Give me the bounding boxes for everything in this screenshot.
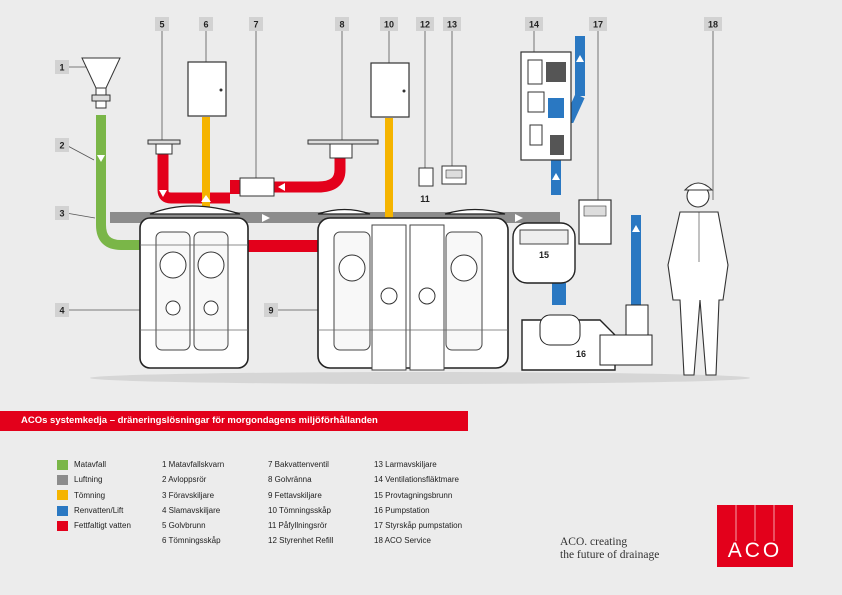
component-item: 8 Golvränna — [268, 475, 312, 485]
component-item: 16 Pumpstation — [374, 505, 430, 515]
component-item: 3 Föravskiljare — [162, 490, 215, 500]
callout-label: 12 — [420, 20, 430, 30]
callout-tag: 16 — [576, 349, 586, 359]
callout-label: 10 — [384, 20, 394, 30]
component-item: 2 Avloppsrör — [162, 475, 207, 485]
callout-label: 6 — [203, 20, 208, 30]
legend-item: Renvatten/Lift — [57, 503, 131, 518]
legend-item: Matavfall — [57, 457, 131, 472]
callout-tag: 2 — [55, 138, 69, 152]
callout-tag: 10 — [380, 17, 398, 31]
component-item: 5 Golvbrunn — [162, 521, 206, 531]
component-list-2: 7 Bakvattenventil 8 Golvränna 9 Fettavsk… — [268, 457, 333, 549]
component-item: 14 Ventilationsfläktmare — [374, 475, 459, 485]
callout-tag: 11 — [420, 194, 430, 204]
callout-tag: 4 — [55, 303, 69, 317]
callout-tag: 5 — [155, 17, 169, 31]
legend-label: Fettfaltigt vatten — [74, 521, 131, 531]
callout-label: 2 — [59, 141, 64, 151]
callout-label: 4 — [59, 306, 64, 316]
callout-tag: 15 — [539, 250, 549, 260]
component-item: 6 Tömningsskåp — [162, 536, 221, 546]
callout-tag: 3 — [55, 206, 69, 220]
callout-tag: 14 — [525, 17, 543, 31]
callout-label: 18 — [708, 20, 718, 30]
legend-label: Matavfall — [74, 460, 107, 470]
callout-label: 15 — [539, 250, 549, 260]
legend-item: Tömning — [57, 488, 131, 503]
callout-label: 16 — [576, 349, 586, 359]
callout-label: 7 — [253, 20, 258, 30]
drainage-system-diagram: 1 2 3 4 5 6 7 8 9 10 11 12 13 14 15 16 1… — [55, 17, 750, 384]
callout-label: 17 — [593, 20, 603, 30]
slogan-line: the future of drainage — [560, 549, 660, 561]
callout-label: 11 — [420, 194, 430, 204]
legend-swatch — [57, 505, 68, 516]
callout-tag: 8 — [335, 17, 349, 31]
callout-tag: 17 — [589, 17, 607, 31]
callout-label: 1 — [59, 63, 64, 73]
slogan: ACO. creating the future of drainage — [560, 536, 659, 562]
component-item: 10 Tömningsskåp — [268, 505, 331, 515]
component-list-3: 13 Larmavskiljare 14 Ventilationsfläktma… — [374, 457, 462, 549]
legend-swatch — [57, 490, 68, 501]
callout-label: 9 — [268, 306, 273, 316]
callout-tag: 12 — [416, 17, 434, 31]
callout-tag: 9 — [264, 303, 278, 317]
callout-tag: 13 — [443, 17, 461, 31]
callout-label: 14 — [529, 20, 539, 30]
component-item: 12 Styrenhet Refill — [268, 536, 334, 546]
legend-swatch — [57, 459, 68, 470]
component-item: 4 Slamavskiljare — [162, 505, 221, 515]
component-item: 11 Påfyllningsrör — [268, 521, 327, 531]
component-item: 1 Matavfallskvarn — [162, 460, 225, 469]
legend-label: Luftning — [74, 475, 103, 485]
component-item: 7 Bakvattenventil — [268, 460, 329, 469]
aco-logo: ACO — [717, 505, 793, 567]
legend-swatch — [57, 474, 68, 485]
component-item: 18 ACO Service — [374, 536, 431, 546]
color-legend: Matavfall Luftning Tömning Renvatten/Lif… — [57, 457, 131, 533]
component-list-1: 1 Matavfallskvarn 2 Avloppsrör 3 Föravsk… — [162, 457, 224, 549]
legend-item: Luftning — [57, 472, 131, 487]
callout-tag: 18 — [704, 17, 722, 31]
legend-label: Renvatten/Lift — [74, 506, 124, 516]
component-item: 9 Fettavskiljare — [268, 490, 322, 500]
callout-label: 3 — [59, 209, 64, 219]
title-banner: ACOs systemkedja – dräneringslösningar f… — [0, 411, 468, 431]
logo-text: ACO — [727, 539, 783, 562]
logo-grid-icon — [735, 505, 775, 541]
callout-label: 13 — [447, 20, 457, 30]
legend-item: Fettfaltigt vatten — [57, 518, 131, 533]
callout-label: 5 — [159, 20, 164, 30]
component-item: 17 Styrskåp pumpstation — [374, 521, 463, 531]
callout-label: 8 — [339, 20, 344, 30]
legend-swatch — [57, 520, 68, 531]
component-item: 15 Provtagningsbrunn — [374, 490, 453, 500]
banner-text: ACOs systemkedja – dräneringslösningar f… — [21, 415, 378, 426]
slogan-line: ACO. creating — [560, 536, 628, 548]
callout-tag: 6 — [199, 17, 213, 31]
callout-tag: 7 — [249, 17, 263, 31]
legend-label: Tömning — [74, 490, 106, 500]
callout-tag: 1 — [55, 60, 69, 74]
component-item: 13 Larmavskiljare — [374, 460, 437, 469]
